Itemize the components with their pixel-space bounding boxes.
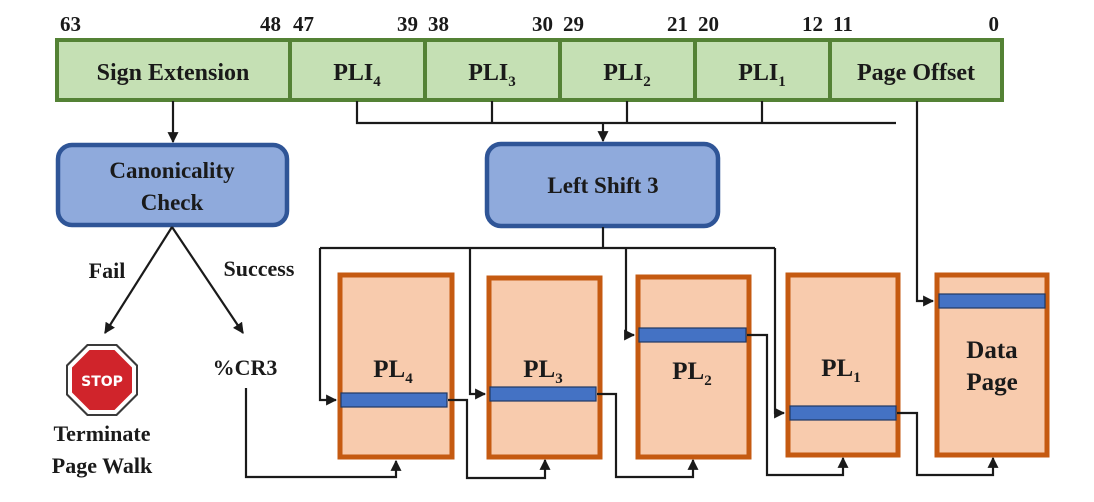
field-pli1: PLI1 20 12 — [693, 12, 832, 102]
virtual-address-bar: Sign Extension 63 48 PLI4 47 39 PLI3 38 … — [55, 12, 1004, 102]
wire-pl2-to-pl1 — [747, 333, 849, 477]
page-entry — [489, 386, 597, 402]
page-entry — [938, 293, 1046, 309]
fail-label: Fail — [89, 258, 126, 283]
bit-high: 63 — [60, 12, 81, 36]
shift-distribution-bus — [318, 227, 786, 419]
field-pli2: PLI2 29 21 — [558, 12, 697, 102]
field-label: PLI4 — [333, 60, 381, 90]
bit-high: 11 — [833, 12, 853, 36]
field-pli3: PLI3 38 30 — [423, 12, 562, 102]
field-label: Page Offset — [857, 60, 975, 86]
bit-low: 30 — [532, 12, 553, 36]
wire-pl4-to-pl3 — [448, 398, 551, 480]
wire-shift-to-pl1-entry — [773, 248, 786, 419]
bit-low: 21 — [667, 12, 688, 36]
field-sign-extension: Sign Extension 63 48 — [55, 12, 292, 102]
bit-high: 38 — [428, 12, 449, 36]
wire-pli-bus — [355, 101, 896, 125]
terminate-line2: Page Walk — [52, 453, 153, 478]
field-label: PLI2 — [603, 60, 651, 90]
canonicality-line2: Check — [141, 190, 204, 215]
wire-pl1-to-data — [897, 411, 999, 477]
left-shift-box: Left Shift 3 — [484, 141, 721, 229]
page-entry — [638, 327, 747, 343]
page-data: Data Page — [934, 272, 1050, 458]
field-pli4: PLI4 47 39 — [288, 12, 427, 102]
page-pl4: PL4 — [337, 272, 455, 460]
field-label: Sign Extension — [97, 60, 250, 86]
bit-low: 0 — [989, 12, 1000, 36]
page-label: PL2 — [672, 358, 711, 389]
canonicality-line1: Canonicality — [109, 158, 235, 183]
bit-low: 12 — [802, 12, 823, 36]
bit-high: 47 — [293, 12, 314, 36]
left-shift-label: Left Shift 3 — [547, 173, 658, 198]
page-label-line1: Data — [966, 337, 1018, 364]
page-pl2: PL2 — [635, 274, 752, 460]
field-label: PLI1 — [738, 60, 786, 90]
stop-text: STOP — [81, 374, 123, 390]
wire-pl3-to-pl2 — [597, 392, 699, 479]
bit-high: 29 — [563, 12, 584, 36]
page-label: PL3 — [523, 356, 562, 387]
stop-sign-icon: STOP — [66, 344, 138, 416]
wire-shift-to-pl2-entry — [624, 248, 636, 341]
success-label: Success — [224, 256, 295, 281]
page-pl1: PL1 — [785, 272, 901, 458]
wire-shift-to-pl4-entry — [318, 248, 338, 406]
bit-low: 48 — [260, 12, 281, 36]
page-label: PL4 — [373, 356, 413, 387]
pli-bus — [355, 101, 896, 143]
field-label: PLI3 — [468, 60, 516, 90]
page-entry — [789, 405, 897, 421]
cr3-label: %CR3 — [213, 355, 278, 380]
terminate-line1: Terminate — [54, 421, 151, 446]
page-label: PL1 — [821, 355, 860, 386]
wire-fail-branch — [104, 226, 173, 334]
bit-high: 20 — [698, 12, 719, 36]
page-label-line2: Page — [966, 369, 1017, 396]
page-entry — [340, 392, 448, 408]
wire-success-branch — [171, 226, 244, 334]
wire-shift-to-pl3-entry — [468, 248, 487, 400]
wire-offset-to-data-entry — [915, 101, 935, 307]
field-page-offset: Page Offset 11 0 — [828, 12, 1004, 102]
page-pl3: PL3 — [486, 275, 603, 460]
canonicality-check-box: Canonicality Check — [55, 142, 290, 228]
wire-cr3-to-pl4 — [244, 388, 402, 479]
bit-low: 39 — [397, 12, 418, 36]
